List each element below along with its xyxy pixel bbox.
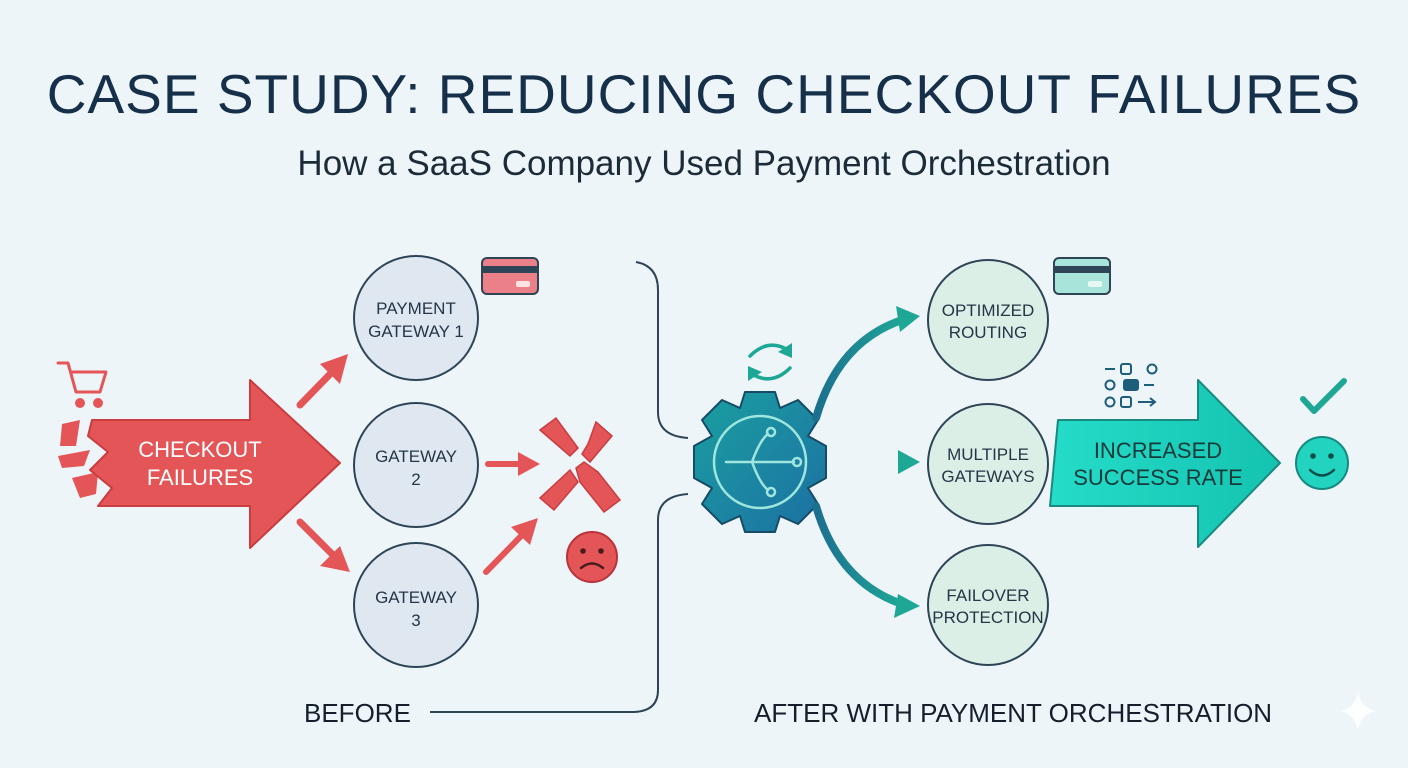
feature-3-label-line2: PROTECTION [932, 608, 1043, 627]
page-subtitle: How a SaaS Company Used Payment Orchestr… [297, 144, 1111, 183]
feature-1-label-line2: ROUTING [949, 323, 1027, 342]
gateway-2-label-line2: 2 [411, 470, 420, 489]
feature-node-optimized-routing: OPTIMIZED ROUTING [927, 259, 1049, 381]
feature-3-label-line1: FAILOVER [946, 586, 1029, 605]
success-label-line2: SUCCESS RATE [1073, 465, 1243, 490]
failure-arrows [483, 452, 540, 575]
before-routing-arrows [296, 354, 350, 572]
orchestration-arrows [812, 316, 906, 608]
feature-node-failover-protection: FAILOVER PROTECTION [927, 544, 1049, 666]
feature-2-label-line2: GATEWAYS [941, 467, 1034, 486]
gateway-3-label-line2: 3 [411, 611, 420, 630]
section-divider [430, 261, 689, 713]
after-section-label: AFTER WITH PAYMENT ORCHESTRATION [754, 698, 1272, 728]
feature-node-multiple-gateways: MULTIPLE GATEWAYS [927, 403, 1049, 525]
checkout-failures-label-line2: FAILURES [147, 465, 253, 490]
gear-hub-icon [693, 391, 827, 533]
gateway-1-label-line2: GATEWAY 1 [368, 322, 464, 341]
orchestration-arrowheads [894, 306, 920, 618]
sparkle-icon [1340, 692, 1376, 730]
checkout-failures-arrow: CHECKOUT FAILURES [87, 379, 341, 549]
gateway-node-1: PAYMENT GATEWAY 1 [353, 255, 479, 381]
checkout-failures-label-line1: CHECKOUT [138, 437, 261, 462]
broken-fragments [58, 420, 98, 498]
feature-1-label-line1: OPTIMIZED [942, 301, 1035, 320]
gateway-node-2: GATEWAY 2 [353, 402, 479, 528]
list-flow-icon [1104, 363, 1158, 408]
x-mark-icon [538, 416, 622, 514]
gateway-node-3: GATEWAY 3 [353, 542, 479, 668]
feature-2-label-line1: MULTIPLE [947, 445, 1029, 464]
credit-card-icon [481, 257, 539, 295]
gateway-3-label-line1: GATEWAY [375, 588, 457, 607]
before-section-label: BEFORE [304, 698, 411, 728]
increased-success-rate-arrow: INCREASED SUCCESS RATE [1049, 379, 1281, 548]
sad-face-icon [566, 531, 618, 583]
gateway-2-label-line1: GATEWAY [375, 447, 457, 466]
smiley-face-icon [1295, 436, 1349, 490]
success-label-line1: INCREASED [1094, 438, 1222, 463]
credit-card-icon [1053, 257, 1111, 295]
sync-icon [748, 343, 792, 381]
page-title: CASE STUDY: REDUCING CHECKOUT FAILURES [46, 63, 1362, 125]
shopping-cart-icon [56, 361, 108, 408]
checkmark-icon [1300, 378, 1347, 414]
gateway-1-label-line1: PAYMENT [376, 299, 456, 318]
